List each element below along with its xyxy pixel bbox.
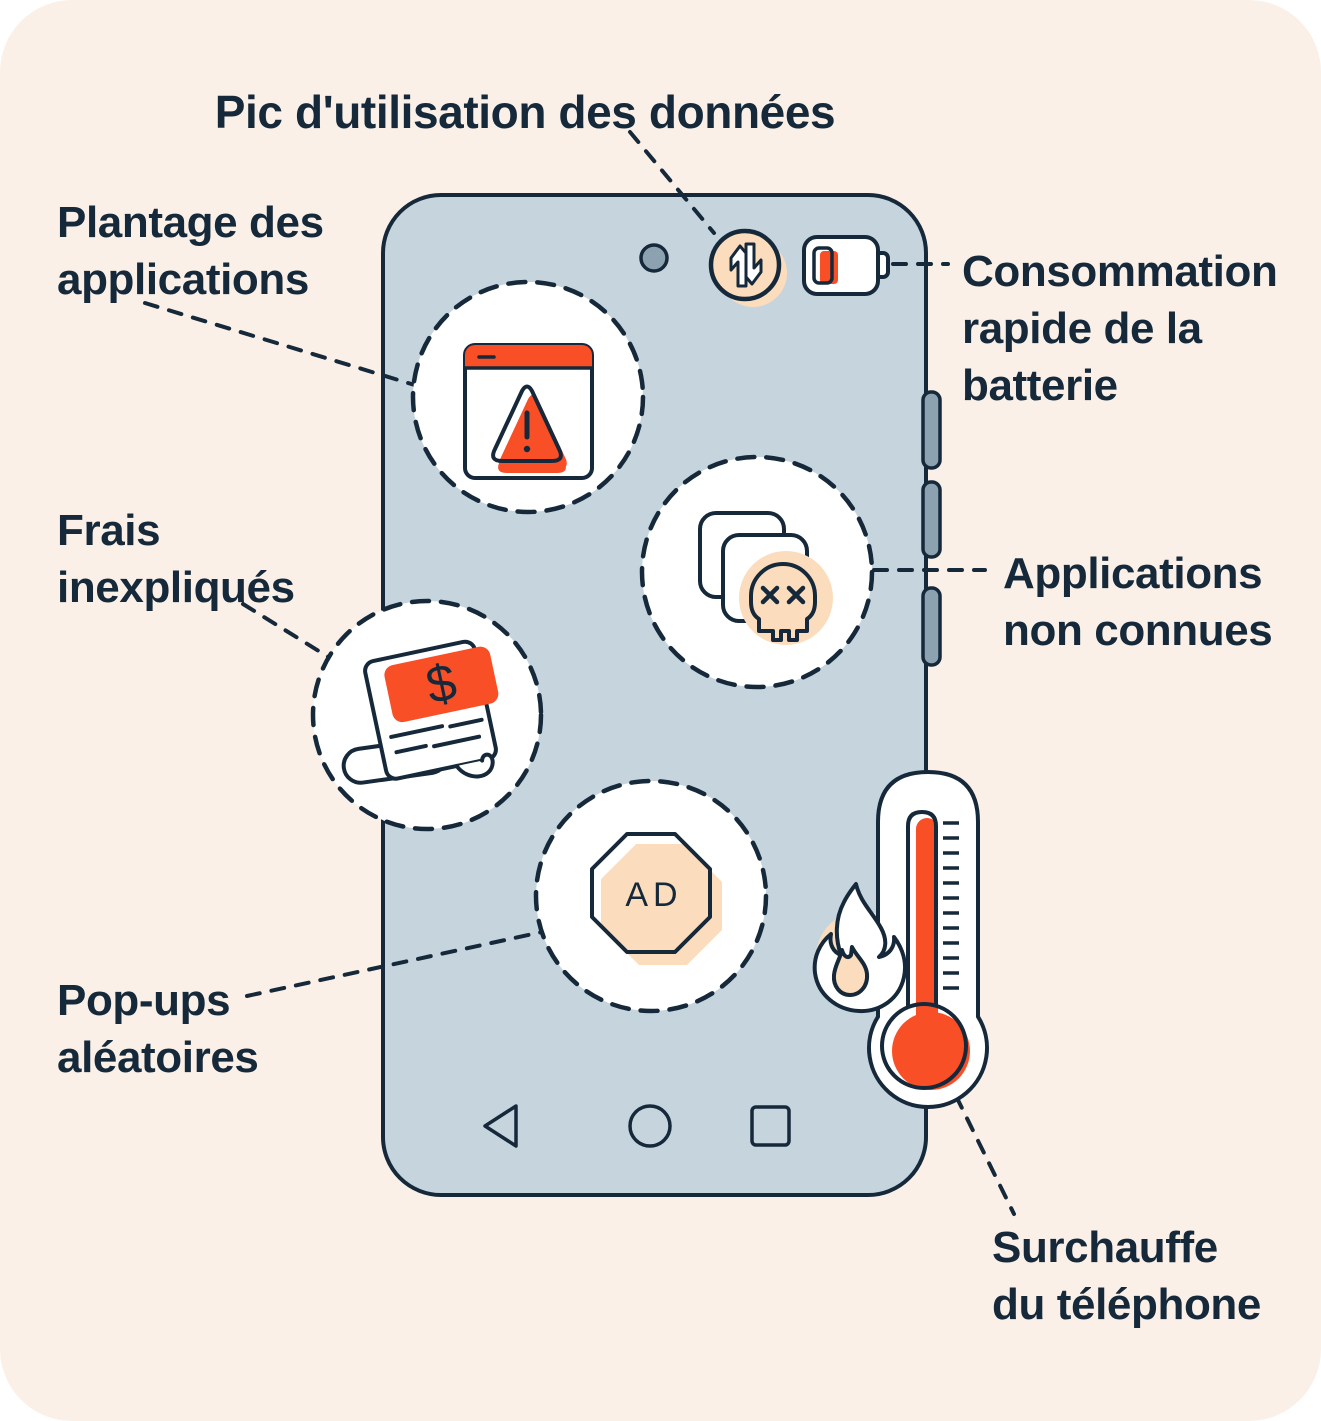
leader-data-spike — [628, 130, 716, 235]
label-app-crashes-line1: Plantage des — [57, 198, 324, 247]
home-nav-icon — [628, 1104, 672, 1148]
phone-nav-bar — [483, 1104, 791, 1148]
label-random-popups-line1: Pop-ups — [57, 976, 231, 1025]
camera-dot-icon — [639, 243, 669, 273]
leader-popups — [245, 930, 544, 998]
label-phone-overheating-line2: du téléphone — [992, 1280, 1261, 1329]
thermometer-icon — [867, 769, 989, 1110]
low-battery-icon — [802, 235, 890, 296]
label-unknown-apps-line1: Applications — [1003, 549, 1263, 598]
ad-octagon-icon: AD — [590, 832, 722, 965]
side-button — [921, 586, 942, 667]
skull-icon — [749, 562, 817, 642]
leader-charges — [241, 602, 332, 660]
data-usage-icon — [708, 228, 787, 307]
recents-nav-icon — [750, 1105, 791, 1147]
label-battery-drain-line2: rapide de la — [962, 304, 1202, 353]
label-app-crashes-line2: applications — [57, 255, 309, 304]
label-unknown-apps-line2: non connues — [1003, 606, 1273, 655]
label-unknown-apps: Applications non connues — [1003, 545, 1273, 659]
unknown-apps-icon — [698, 511, 833, 645]
flame-icon — [812, 882, 907, 1014]
label-data-usage-spike: Pic d'utilisation des données — [160, 84, 890, 141]
label-random-popups: Pop-ups aléatoires — [57, 972, 259, 1086]
back-nav-icon — [483, 1104, 518, 1148]
label-battery-drain-line3: batterie — [962, 361, 1118, 410]
ad-badge-text: AD — [625, 876, 682, 914]
label-unexplained-charges-line2: inexpliqués — [57, 563, 295, 612]
label-phone-overheating: Surchauffe du téléphone — [992, 1219, 1261, 1333]
label-unexplained-charges: Frais inexpliqués — [57, 502, 295, 616]
label-battery-drain: Consommation rapide de la batterie — [962, 243, 1278, 414]
side-button — [921, 390, 942, 470]
label-phone-overheating-line1: Surchauffe — [992, 1223, 1218, 1272]
leader-lines — [143, 130, 1016, 1216]
receipt-icon: $ — [341, 639, 499, 785]
app-crash-icon — [463, 343, 594, 480]
price-tag — [384, 646, 499, 723]
label-battery-drain-line1: Consommation — [962, 247, 1278, 296]
label-unexplained-charges-line1: Frais — [57, 506, 161, 555]
label-app-crashes: Plantage des applications — [57, 194, 324, 308]
warning-triangle-icon — [491, 384, 567, 473]
label-data-usage-spike-text: Pic d'utilisation des données — [214, 86, 836, 138]
thermometer-ticks — [943, 821, 959, 990]
side-button — [921, 480, 942, 559]
leader-overheat — [954, 1094, 1016, 1216]
leader-app-crash — [143, 301, 420, 388]
label-random-popups-line2: aléatoires — [57, 1033, 259, 1082]
